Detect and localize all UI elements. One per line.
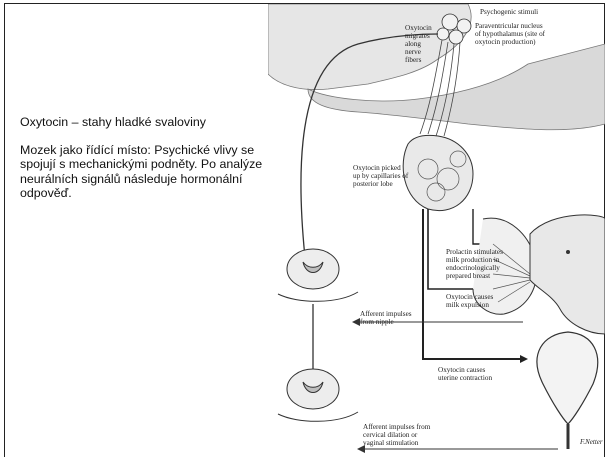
svg-text:prepared breast: prepared breast	[446, 272, 490, 280]
svg-text:Oxytocin: Oxytocin	[405, 24, 432, 32]
svg-text:Afferent impulses from: Afferent impulses from	[363, 423, 431, 431]
svg-text:cervical dilation or: cervical dilation or	[363, 431, 418, 439]
svg-text:Afferent impulses: Afferent impulses	[360, 310, 412, 318]
oxytocin-reflex-illustration: Psychogenic stimuli Paraventricular nucl…	[268, 4, 605, 457]
infant-head	[530, 215, 605, 334]
svg-text:vaginal stimulation: vaginal stimulation	[363, 439, 419, 447]
svg-text:along: along	[405, 40, 421, 48]
svg-text:of hypothalamus (site of: of hypothalamus (site of	[475, 30, 546, 38]
svg-text:migrates: migrates	[405, 32, 430, 40]
svg-text:from nipple: from nipple	[360, 318, 394, 326]
slide-body: Mozek jako řídící místo: Psychické vlivy…	[20, 143, 265, 201]
svg-text:nerve: nerve	[405, 48, 421, 56]
svg-text:Paraventricular nucleus: Paraventricular nucleus	[475, 22, 543, 30]
svg-text:endocrinologically: endocrinologically	[446, 264, 500, 272]
svg-text:Oxytocin picked: Oxytocin picked	[353, 164, 401, 172]
posterior-pituitary	[403, 135, 473, 210]
infant-eye	[566, 250, 570, 254]
slide-title: Oxytocin – stahy hladké svaloviny	[20, 115, 265, 130]
svg-text:oxytocin production): oxytocin production)	[475, 38, 536, 46]
artist-signature: F.Netter	[579, 438, 603, 446]
spinal-cord-upper	[278, 249, 358, 301]
spinal-cord-lower	[278, 369, 358, 421]
svg-text:fibers: fibers	[405, 56, 422, 64]
slide-text: Oxytocin – stahy hladké svaloviny Mozek …	[20, 115, 265, 214]
svg-text:Oxytocin causes: Oxytocin causes	[438, 366, 486, 374]
uterus	[537, 332, 598, 424]
svg-text:milk production in: milk production in	[446, 256, 500, 264]
svg-text:Oxytocin causes: Oxytocin causes	[446, 293, 494, 301]
svg-text:milk expulsion: milk expulsion	[446, 301, 489, 309]
svg-text:up by capillaries of: up by capillaries of	[353, 172, 409, 180]
svg-text:posterior lobe: posterior lobe	[353, 180, 393, 188]
svg-text:Prolactin stimulates: Prolactin stimulates	[446, 248, 503, 256]
svg-text:Psychogenic stimuli: Psychogenic stimuli	[480, 8, 538, 16]
svg-text:uterine contraction: uterine contraction	[438, 374, 492, 382]
